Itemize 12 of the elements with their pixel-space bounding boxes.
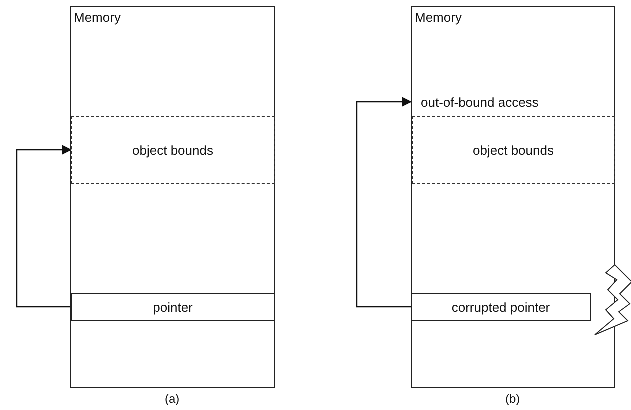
arrow: [356, 97, 412, 308]
block-title: Memory: [415, 10, 462, 25]
panel-caption: (b): [506, 392, 520, 406]
memory-cell: corrupted pointer: [411, 293, 591, 321]
block-title: Memory: [74, 10, 121, 25]
dashed-region: object bounds: [71, 116, 275, 184]
dashed-region: object bounds: [412, 116, 615, 184]
memory-block: [70, 6, 275, 388]
memory-cell: pointer: [71, 293, 275, 321]
arrow: [16, 145, 72, 308]
panel-caption: (a): [165, 392, 180, 406]
region-label: out-of-bound access: [411, 91, 601, 113]
